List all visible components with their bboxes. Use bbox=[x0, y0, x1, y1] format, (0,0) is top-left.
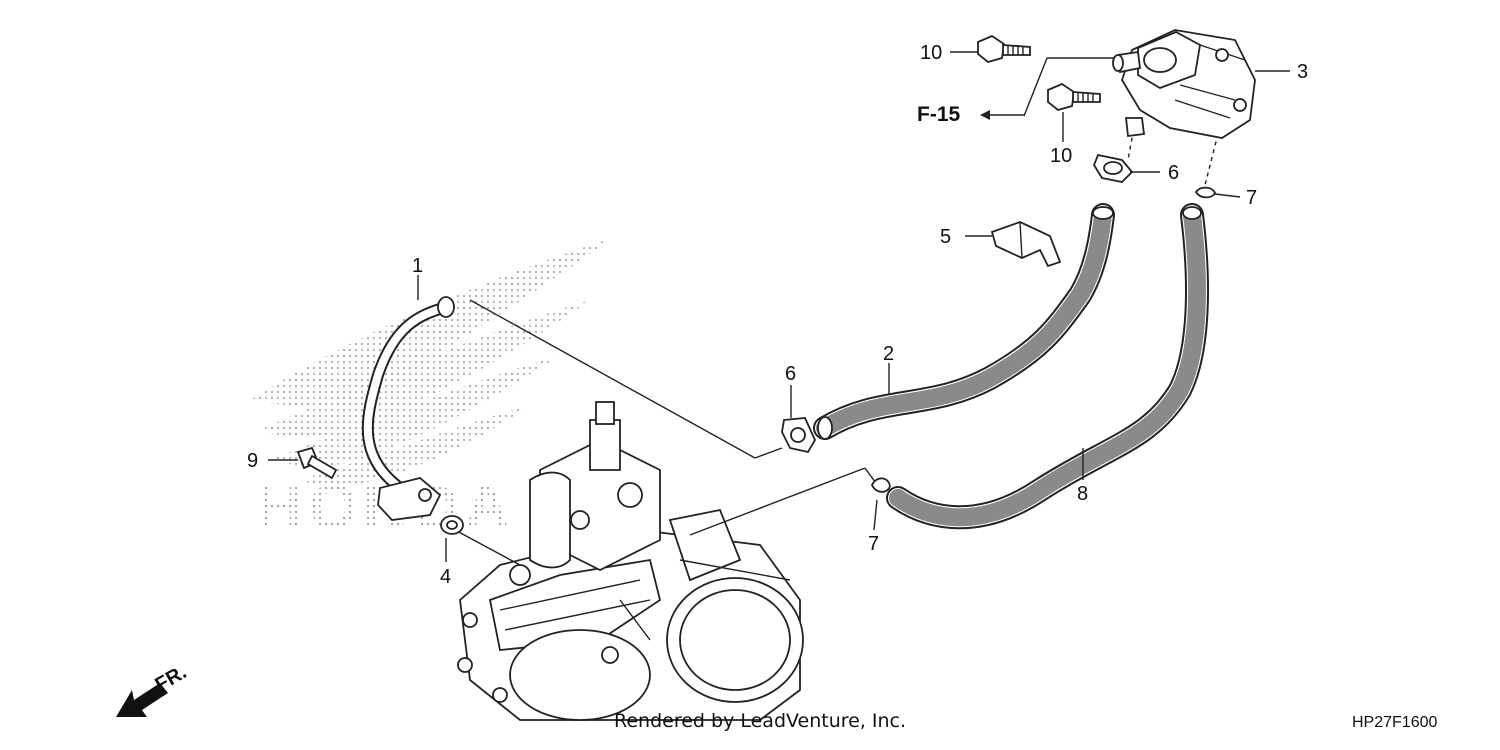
bolt-part-10-upper bbox=[977, 34, 1031, 63]
valve-part-3 bbox=[1112, 29, 1256, 139]
callout-10a: 10 bbox=[920, 42, 942, 64]
bolt-part-9 bbox=[296, 446, 338, 480]
callout-1: 1 bbox=[412, 255, 423, 277]
reference-label: F-15 bbox=[917, 103, 961, 126]
front-arrow-icon bbox=[116, 683, 168, 717]
callout-7b: 7 bbox=[868, 533, 879, 555]
callout-3: 3 bbox=[1297, 61, 1308, 83]
pipe-part-1 bbox=[361, 296, 455, 521]
holder-part-5 bbox=[990, 221, 1062, 268]
reference-f15[interactable]: F-15 bbox=[917, 103, 1024, 126]
clip-part-7-lower bbox=[871, 477, 891, 493]
engine-assembly bbox=[457, 401, 804, 721]
clamp-part-6-lower bbox=[781, 417, 817, 454]
render-credit: Rendered by LeadVenture, Inc. bbox=[614, 710, 907, 732]
callout-leaders bbox=[268, 51, 1290, 562]
reference-arrow-icon bbox=[980, 110, 990, 120]
hose-part-8 bbox=[886, 203, 1209, 530]
diagram-code: HP27F1600 bbox=[1352, 714, 1438, 731]
hose-part-2 bbox=[813, 203, 1115, 440]
bolt-part-10-lower bbox=[1047, 82, 1101, 111]
callout-5: 5 bbox=[940, 226, 951, 248]
callout-7a: 7 bbox=[1246, 187, 1257, 209]
callout-6b: 6 bbox=[1168, 162, 1179, 184]
clip-part-7-upper bbox=[1194, 186, 1216, 199]
honda-wing-watermark bbox=[250, 238, 612, 487]
callout-labels: 1 2 3 4 5 6 6 7 7 8 9 10 10 bbox=[247, 42, 1308, 588]
callout-9: 9 bbox=[247, 450, 258, 472]
callout-6a: 6 bbox=[785, 363, 796, 385]
callout-8: 8 bbox=[1077, 483, 1088, 505]
front-direction-indicator: FR. bbox=[116, 661, 190, 717]
callout-10b: 10 bbox=[1050, 145, 1072, 167]
gasket-part-4 bbox=[440, 515, 464, 535]
callout-4: 4 bbox=[440, 566, 451, 588]
callout-2: 2 bbox=[883, 343, 894, 365]
clamp-part-6-upper bbox=[1092, 153, 1134, 183]
